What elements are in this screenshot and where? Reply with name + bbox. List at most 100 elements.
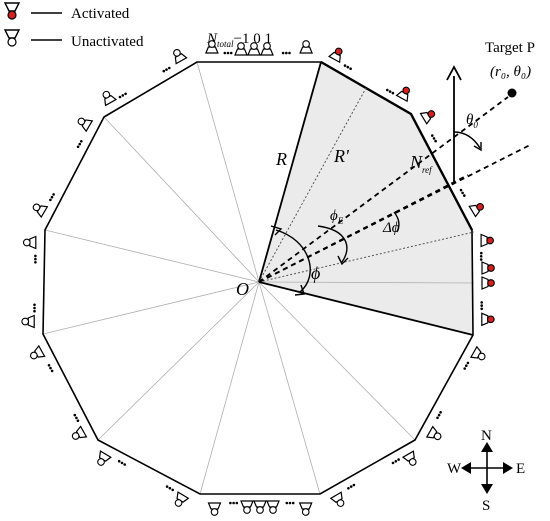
antenna-element-unactivated-icon	[425, 425, 442, 441]
compass-west-arrow-icon	[461, 462, 471, 474]
ellipsis-dot	[285, 501, 289, 505]
ellipsis-dot	[391, 461, 395, 465]
legend-activated-icon	[3, 2, 21, 20]
ellipsis-dot	[75, 416, 78, 420]
ellipsis-dot	[349, 67, 352, 70]
delta-phi-arc	[393, 211, 400, 233]
compass: N S W E	[447, 428, 525, 514]
ellipsis-dot	[80, 140, 83, 143]
compass-south-arrow-icon	[481, 484, 493, 494]
ellipsis-dot	[34, 254, 37, 258]
radius-prime-line	[258, 87, 367, 283]
ellipsis-dot	[437, 413, 441, 417]
antenna-element-unactivated-icon	[253, 500, 267, 514]
ellipsis-dot	[50, 369, 54, 373]
compass-north-arrow-icon	[481, 442, 493, 452]
ellipsis-dot	[117, 459, 121, 463]
target-dashed-line-3	[258, 144, 531, 283]
ellipsis-dot	[463, 367, 467, 370]
ellipsis-dot	[165, 68, 168, 71]
ellipsis-dot	[229, 501, 232, 505]
ellipsis-dot	[343, 64, 347, 67]
target-title: Target P	[485, 40, 535, 56]
radius-line	[258, 61, 322, 283]
antenna-element-unactivated-icon	[102, 90, 118, 107]
ellipsis-dot	[34, 261, 37, 264]
ellipsis-dot	[52, 193, 55, 196]
target-point	[507, 88, 517, 98]
phi-label: ϕ	[311, 263, 320, 283]
theta0-label: θ0	[466, 112, 478, 130]
antenna-element-unactivated-icon	[77, 117, 94, 133]
antenna-elements	[21, 40, 495, 516]
ellipsis-dot	[168, 486, 172, 490]
antenna-element-activated-icon	[481, 261, 495, 275]
compass-east-arrow-icon	[503, 462, 513, 474]
ellipsis-dot	[78, 142, 81, 146]
antenna-element-activated-icon	[395, 86, 411, 103]
ellipsis-dot	[432, 137, 436, 140]
ellipsis-dot	[465, 364, 468, 368]
ellipsis-dot	[285, 51, 288, 55]
ellipsis-dot	[431, 134, 434, 137]
target-dashed-line-2	[258, 96, 509, 283]
ellipsis-dot	[229, 51, 233, 55]
antenna-element-unactivated-icon	[173, 49, 188, 65]
ellipsis-dot	[346, 65, 350, 69]
ellipsis-dot	[352, 483, 356, 487]
antenna-element-unactivated-icon	[71, 425, 88, 440]
ellipsis-dot	[386, 88, 389, 92]
theta0-arrow-head	[473, 142, 482, 152]
ellipsis-dot	[121, 94, 125, 97]
ellipsis-dot	[391, 91, 395, 95]
reference-arrow-head	[446, 65, 462, 81]
phi-e-label: ϕE	[330, 208, 344, 226]
ellipsis-dot	[235, 501, 239, 505]
compass-north-label: N	[481, 428, 492, 444]
compass-west-label: W	[447, 461, 462, 477]
ellipsis-dot	[288, 51, 291, 55]
ellipsis-dot	[479, 258, 483, 261]
ellipsis-dot	[394, 460, 398, 463]
antenna-element-unactivated-icon	[22, 235, 37, 250]
ellipsis-dot	[73, 413, 77, 417]
antenna-element-activated-icon	[468, 202, 484, 218]
ellipsis-dot	[124, 92, 127, 96]
legend-unactivated-icon	[3, 29, 21, 47]
ellipsis-dot	[123, 463, 126, 466]
radial-guides	[42, 61, 475, 495]
ellipsis-dot	[33, 309, 36, 313]
ellipsis-dot	[463, 194, 466, 197]
target-coords: (r₀, θ₀)	[490, 64, 531, 80]
antenna-element-unactivated-icon	[260, 42, 274, 56]
phi-arc-head-1	[270, 225, 283, 236]
antenna-element-activated-icon	[328, 47, 343, 64]
ellipsis-dot	[76, 419, 80, 423]
ellipsis-dot	[49, 366, 52, 370]
antenna-element-unactivated-icon	[204, 40, 219, 54]
antenna-element-activated-icon	[481, 276, 495, 290]
radius-label: R	[275, 149, 287, 169]
phi-e-arc	[317, 225, 348, 263]
ellipsis-dot	[50, 195, 54, 199]
ellipsis-dot	[33, 306, 36, 310]
ellipsis-dot	[466, 361, 470, 365]
legend: Activated Unactivated	[3, 2, 144, 50]
antenna-element-unactivated-icon	[266, 500, 280, 514]
ellipsis-dot	[388, 90, 392, 93]
antenna-element-unactivated-icon	[97, 450, 112, 466]
ellipsis-dot	[480, 301, 484, 304]
bound-line	[258, 281, 474, 336]
legend-activated-label: Activated	[71, 6, 130, 22]
antenna-element-unactivated-icon	[174, 491, 190, 507]
ellipsis-dot	[168, 66, 171, 70]
antenna-element-unactivated-icon	[298, 502, 313, 516]
ellipsis-dot	[47, 364, 51, 367]
ellipsis-dot	[120, 461, 124, 465]
active-sector	[259, 62, 473, 335]
n-ref-label: Nref	[409, 152, 433, 175]
ellipsis-dot	[49, 198, 52, 202]
ellipsis-dot	[459, 188, 463, 192]
antenna-element-unactivated-icon	[247, 42, 261, 56]
ellipsis-dot	[479, 254, 483, 258]
